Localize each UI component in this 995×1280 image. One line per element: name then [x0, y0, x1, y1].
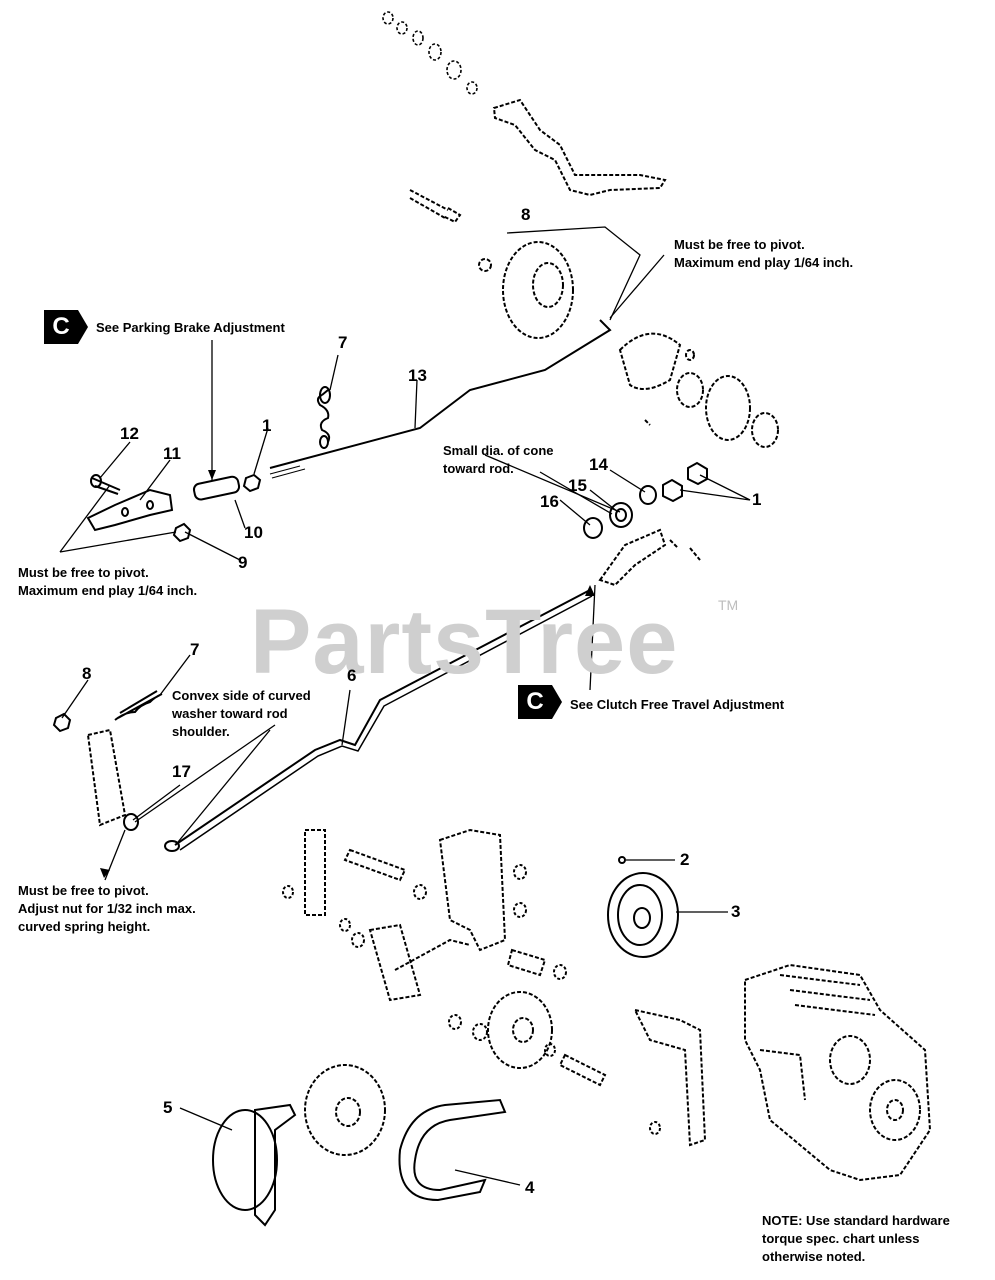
idler-5-bracket	[254, 1103, 297, 1227]
callout-15: 15	[568, 476, 587, 495]
note-hardware-torque: NOTE: Use standard hardware torque spec.…	[762, 1213, 950, 1264]
note-cone: Small dia. of cone toward rod.	[443, 443, 554, 476]
callout-4: 4	[525, 1178, 535, 1197]
dashed-engine-bracket	[633, 1008, 707, 1147]
dashed-engine	[744, 963, 932, 1182]
nut-1-mid	[242, 473, 262, 493]
callout-6: 6	[347, 666, 357, 685]
callout-17: 17	[172, 762, 191, 781]
dashed-bracket-left	[86, 728, 127, 827]
dashed-bolt-center	[343, 848, 407, 882]
callout-11: 11	[163, 444, 181, 463]
washer-14	[639, 485, 657, 505]
reference-arrow-icon	[552, 685, 562, 719]
callout-2: 2	[680, 850, 690, 869]
dashed-bolt-mid	[558, 1053, 607, 1087]
clutch-free-travel-reference[interactable]: See Clutch Free Travel Adjustment	[570, 697, 785, 712]
dashed-pulley-lower	[304, 1064, 386, 1156]
callout-8-top: 8	[521, 205, 531, 224]
brake-rod-13	[269, 319, 612, 469]
dashed-clutch-bracket	[598, 528, 701, 587]
dashed-pulley-mid	[487, 991, 553, 1069]
idler-pulley-5	[212, 1109, 278, 1211]
dashed-brake-drum	[478, 241, 574, 339]
trademark-symbol: TM	[718, 597, 739, 613]
washer-16	[583, 517, 603, 539]
top-dashed-hardware	[382, 11, 478, 95]
callout-8-left: 8	[82, 664, 92, 683]
parking-brake-reference[interactable]: See Parking Brake Adjustment	[96, 320, 285, 335]
v-belt-4	[398, 1098, 507, 1202]
pulley-3	[607, 872, 679, 958]
callout-5: 5	[163, 1098, 173, 1117]
nut-8-left	[52, 712, 72, 733]
reference-badge-clutch: C	[518, 685, 552, 719]
dashed-idler-bracket	[368, 828, 507, 1002]
reference-arrow-icon	[78, 310, 88, 344]
callout-1-mid: 1	[262, 416, 272, 435]
nut-1-right-b	[687, 461, 708, 486]
rod-6-second	[179, 595, 593, 851]
callout-9: 9	[238, 553, 248, 572]
lever-11	[86, 488, 174, 532]
reference-badge-parking-brake: C	[44, 310, 78, 344]
callout-14: 14	[589, 455, 608, 474]
note-convex-washer: Convex side of curved washer toward rod …	[172, 688, 311, 739]
spring-7-top	[316, 389, 331, 443]
callout-10: 10	[244, 523, 263, 542]
note-left-pivot: Must be free to pivot. Maximum end play …	[18, 565, 198, 598]
dashed-spring-center	[304, 829, 326, 916]
nut-9	[172, 522, 192, 543]
callout-7-left: 7	[190, 640, 200, 659]
dashed-brake-lever	[492, 98, 667, 197]
callout-7-top: 7	[338, 333, 348, 352]
part-2	[618, 856, 626, 864]
rod-6-end	[164, 840, 180, 852]
dashed-bolt-top	[409, 189, 462, 224]
callout-1-right: 1	[752, 490, 762, 509]
dashed-brake-pads	[618, 332, 779, 448]
callout-12: 12	[120, 424, 139, 443]
clutch-rod-6	[174, 589, 591, 846]
dashed-small-hardware	[282, 864, 661, 1135]
note-bottom-left-pivot: Must be free to pivot. Adjust nut for 1/…	[18, 883, 196, 934]
spring-7-left	[114, 690, 163, 721]
leader-arrowheads	[100, 470, 595, 878]
callout-16: 16	[540, 492, 559, 511]
dashed-spacer	[506, 948, 547, 977]
callout-13: 13	[408, 366, 427, 385]
nut-1-right-a	[662, 478, 683, 503]
note-top-right-pivot: Must be free to pivot. Maximum end play …	[674, 237, 854, 270]
partstree-watermark: PartsTree	[250, 591, 679, 693]
rod-13-thread	[269, 465, 306, 479]
pin-10	[192, 475, 241, 501]
callout-3: 3	[731, 902, 741, 921]
leader-lines	[59, 226, 751, 1186]
washer-17	[123, 813, 139, 831]
cone-15	[609, 502, 633, 528]
